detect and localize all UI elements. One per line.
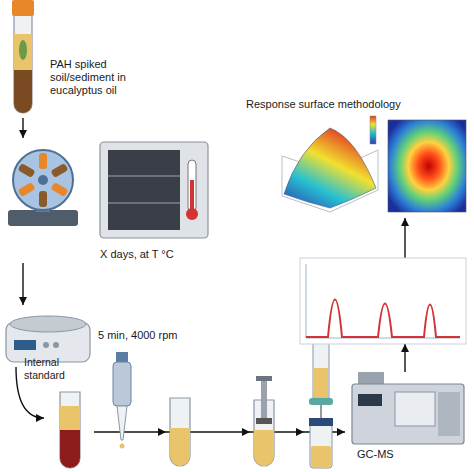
rotator-tube (39, 153, 47, 169)
rotator-tube (39, 191, 47, 207)
instrument-body (352, 384, 464, 444)
chromatogram-axis (306, 264, 307, 338)
rotator-tube (51, 163, 69, 178)
rotator-base (8, 210, 78, 226)
vial-glass (310, 424, 332, 468)
oven-door (395, 392, 435, 426)
rotator-hub (38, 175, 48, 185)
centrifuge-button (53, 342, 59, 348)
flow-arrow (94, 431, 345, 432)
step-node: PAH spiked soil/sediment in eucalyptus o… (8, 0, 158, 118)
gc-vial (309, 418, 333, 468)
incubator-shelf (108, 202, 180, 204)
step-node: GC-MS (345, 372, 470, 468)
pipette-body (113, 362, 131, 406)
chromatogram-trace (306, 300, 460, 338)
pipette (113, 352, 131, 449)
incubator-body (100, 142, 208, 238)
pipette-tip (117, 406, 127, 440)
syringe-needle (320, 405, 322, 420)
chromatogram-frame (300, 258, 466, 344)
rotator-tube (18, 163, 36, 178)
rotator-tube (51, 182, 69, 197)
step-label: PAH spiked soil/sediment in eucalyptus o… (50, 58, 156, 97)
flow-arrow (22, 263, 23, 305)
incubator-shelf (108, 175, 180, 177)
tube-glass (60, 392, 80, 468)
centrifuge (6, 316, 90, 362)
gcms-instrument (352, 372, 464, 444)
instrument-display (358, 394, 382, 406)
vial-fill (311, 446, 331, 467)
step-node: Internal standard (44, 356, 94, 470)
rotator-disc (13, 150, 73, 210)
ms-unit (438, 392, 460, 436)
vial-cap (309, 418, 333, 426)
step-label: X days, at T °C (100, 248, 212, 261)
arrow-head (158, 428, 166, 436)
pipette-plunger (116, 352, 128, 362)
tube-glass (170, 398, 190, 466)
step-label: 5 min, 4000 rpm (98, 329, 190, 342)
response-surface-plot (282, 116, 466, 212)
color-bar (370, 116, 376, 144)
syringe-fill (314, 368, 328, 397)
centrifuge-button (43, 342, 49, 348)
extract-fill (254, 430, 274, 466)
eucalyptus-leaf (19, 40, 27, 60)
chromatogram (300, 258, 466, 344)
arrow-head (401, 344, 409, 352)
thermometer-bulb (186, 208, 198, 220)
extract-fill (170, 428, 190, 466)
centrifuge-lid (10, 316, 86, 332)
step-label: Internal standard (24, 356, 86, 382)
droplet (120, 444, 125, 449)
plunger-tube (254, 376, 274, 466)
extract-tube (60, 392, 80, 468)
thermometer-column (190, 180, 194, 212)
sample-tube (12, 0, 34, 113)
supernatant-tube (170, 398, 190, 466)
step-node: X days, at T °C (0, 138, 215, 263)
centrifuge-display (14, 340, 36, 350)
surface (284, 128, 376, 208)
step-label: Response surface methodology (246, 98, 466, 111)
step-node: Response surface methodology (240, 98, 472, 218)
thermometer (188, 160, 196, 212)
filter-disc (309, 398, 333, 405)
plunger-rod (261, 380, 267, 420)
incubator-chamber (108, 150, 180, 230)
arrow-head (296, 428, 304, 436)
sediment-fill (60, 430, 80, 468)
flow-arrow (22, 118, 23, 138)
tube-rotator (8, 150, 78, 226)
contour-map (388, 120, 466, 212)
tube-cap (12, 0, 34, 16)
incubator (100, 142, 208, 238)
rotator-tube (18, 182, 36, 197)
tube-glass (14, 14, 32, 113)
oil-fill (14, 34, 32, 113)
oil-fill (60, 406, 80, 468)
plunger-handle (256, 376, 272, 381)
step-label: GC-MS (357, 448, 457, 461)
soil-fill (14, 70, 32, 113)
plunger-disc (256, 418, 272, 424)
arrow-head (242, 428, 250, 436)
